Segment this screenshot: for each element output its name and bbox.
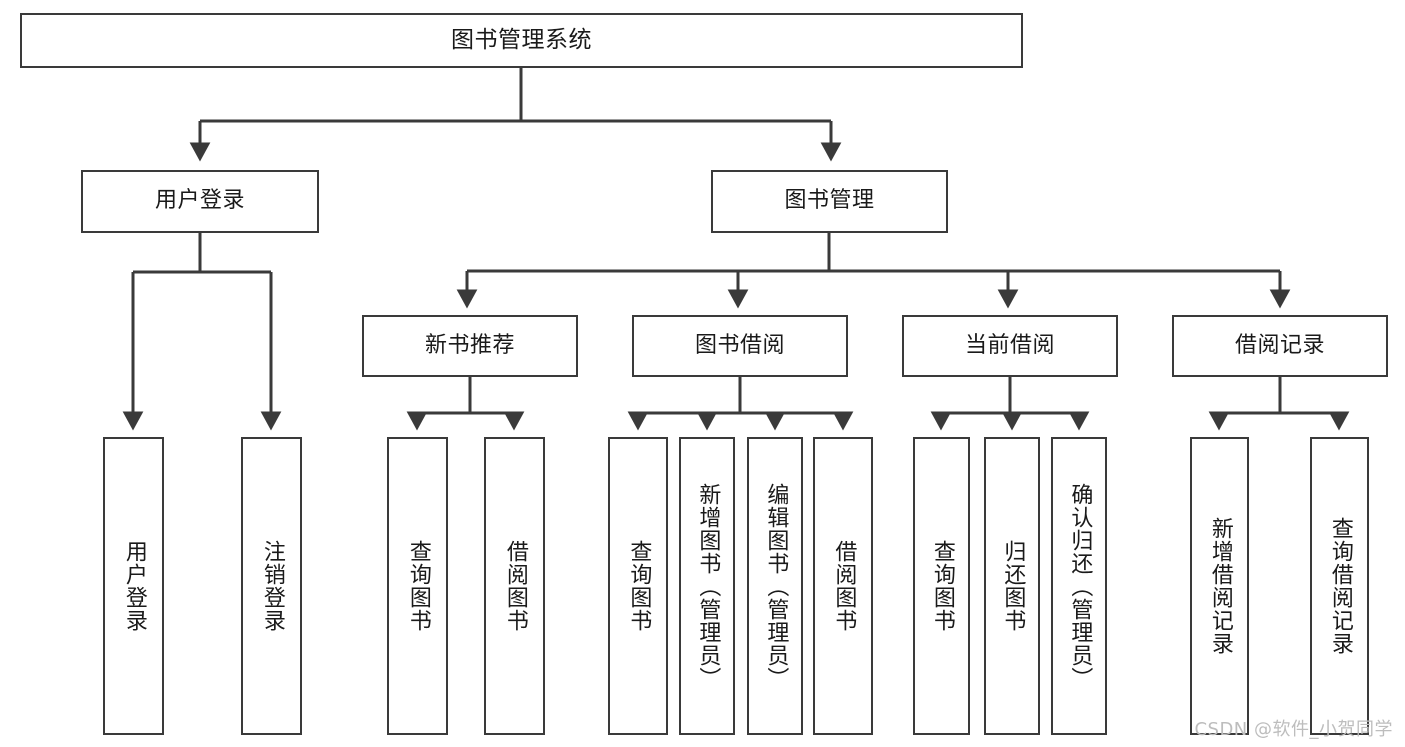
leaf-confirm-return-admin[interactable]: 确认归还（管理员） [1051,437,1107,735]
leaf-query-books-borrow[interactable]: 查询图书 [608,437,668,735]
leaf-logout[interactable]: 注销登录 [241,437,302,735]
leaf-query-books-current[interactable]: 查询图书 [913,437,970,735]
node-borrow-records[interactable]: 借阅记录 [1172,315,1388,377]
node-label: 借阅记录 [1234,332,1325,358]
leaf-borrow-book[interactable]: 借阅图书 [813,437,873,735]
leaf-query-borrow-record[interactable]: 查询借阅记录 [1310,437,1369,735]
node-label: 图书管理系统 [451,26,592,53]
node-label: 用户登录 [154,188,245,214]
node-label: 查询图书 [405,540,431,632]
leaf-borrow-books-recommend[interactable]: 借阅图书 [484,437,545,735]
node-new-book-recommendation[interactable]: 新书推荐 [362,315,578,377]
node-label: 当前借阅 [964,332,1055,358]
node-label: 注销登录 [259,540,285,632]
node-label: 新增图书（管理员） [695,482,721,690]
node-label: 查询借阅记录 [1327,517,1353,655]
node-book-management[interactable]: 图书管理 [711,170,948,233]
node-label: 查询图书 [626,540,652,632]
node-label: 图书借阅 [694,332,785,358]
node-label: 借阅图书 [831,540,857,632]
node-label: 借阅图书 [502,540,528,632]
leaf-edit-book-admin[interactable]: 编辑图书（管理员） [747,437,803,735]
node-label: 编辑图书（管理员） [763,482,789,690]
leaf-add-borrow-record[interactable]: 新增借阅记录 [1190,437,1249,735]
leaf-query-books-recommend[interactable]: 查询图书 [387,437,448,735]
node-label: 确认归还（管理员） [1067,482,1093,690]
node-label: 查询图书 [929,540,955,632]
leaf-user-login[interactable]: 用户登录 [103,437,164,735]
node-label: 新书推荐 [424,332,515,358]
node-label: 新增借阅记录 [1207,517,1233,655]
leaf-add-book-admin[interactable]: 新增图书（管理员） [679,437,735,735]
node-label: 图书管理 [784,188,875,214]
node-book-borrow[interactable]: 图书借阅 [632,315,848,377]
node-root-system[interactable]: 图书管理系统 [20,13,1023,68]
node-label: 用户登录 [121,540,147,632]
leaf-return-book[interactable]: 归还图书 [984,437,1040,735]
node-user-login[interactable]: 用户登录 [81,170,319,233]
node-label: 归还图书 [1000,540,1026,632]
node-current-borrow[interactable]: 当前借阅 [902,315,1118,377]
